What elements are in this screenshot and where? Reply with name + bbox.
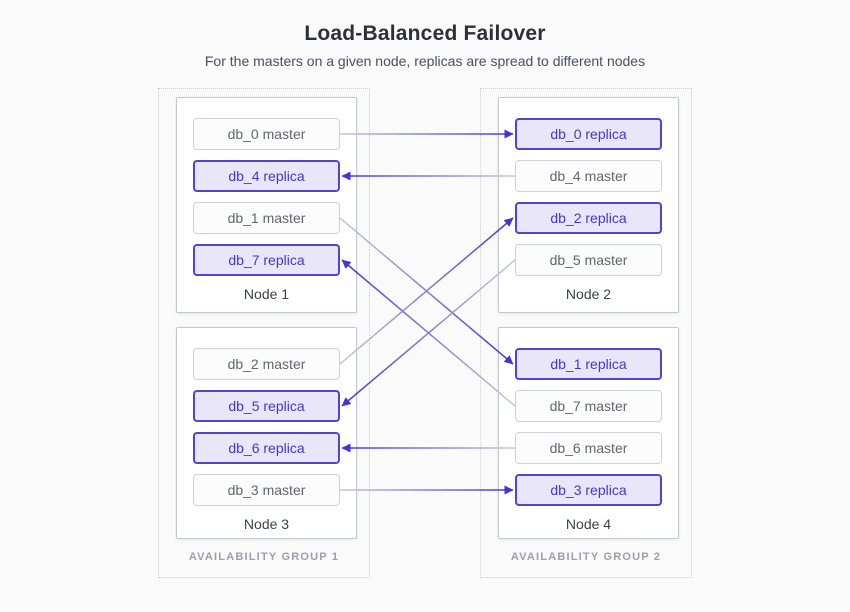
node-label: Node 2 xyxy=(565,286,612,302)
db-slot: db_3 master xyxy=(193,474,340,506)
db-slot: db_7 replica xyxy=(193,244,340,276)
availability-group-2-label: AVAILABILITY GROUP 2 xyxy=(510,551,662,563)
page-title: Load-Balanced Failover xyxy=(304,22,546,45)
db-slot: db_5 master xyxy=(515,244,662,276)
availability-group-1: db_0 master db_4 replica db_1 master db_… xyxy=(158,88,370,578)
db-slot: db_2 replica xyxy=(515,202,662,234)
page-subtitle: For the masters on a given node, replica… xyxy=(204,53,646,69)
db-slot: db_1 replica xyxy=(515,348,662,380)
db-slot: db_6 master xyxy=(515,432,662,464)
node-label: Node 3 xyxy=(243,516,290,532)
node-label: Node 1 xyxy=(243,286,290,302)
db-slot: db_4 master xyxy=(515,160,662,192)
availability-group-1-label: AVAILABILITY GROUP 1 xyxy=(188,551,340,563)
db-slot: db_3 replica xyxy=(515,474,662,506)
db-slot: db_7 master xyxy=(515,390,662,422)
node-2: db_0 replica db_4 master db_2 replica db… xyxy=(498,97,679,313)
db-slot: db_4 replica xyxy=(193,160,340,192)
db-slot: db_5 replica xyxy=(193,390,340,422)
db-slot: db_1 master xyxy=(193,202,340,234)
db-slot: db_6 replica xyxy=(193,432,340,464)
node-label: Node 4 xyxy=(565,516,612,532)
db-slot: db_2 master xyxy=(193,348,340,380)
db-slot: db_0 master xyxy=(193,118,340,150)
node-4: db_1 replica db_7 master db_6 master db_… xyxy=(498,327,679,539)
node-3: db_2 master db_5 replica db_6 replica db… xyxy=(176,327,357,539)
node-1: db_0 master db_4 replica db_1 master db_… xyxy=(176,97,357,313)
availability-group-2: db_0 replica db_4 master db_2 replica db… xyxy=(480,88,692,578)
db-slot: db_0 replica xyxy=(515,118,662,150)
